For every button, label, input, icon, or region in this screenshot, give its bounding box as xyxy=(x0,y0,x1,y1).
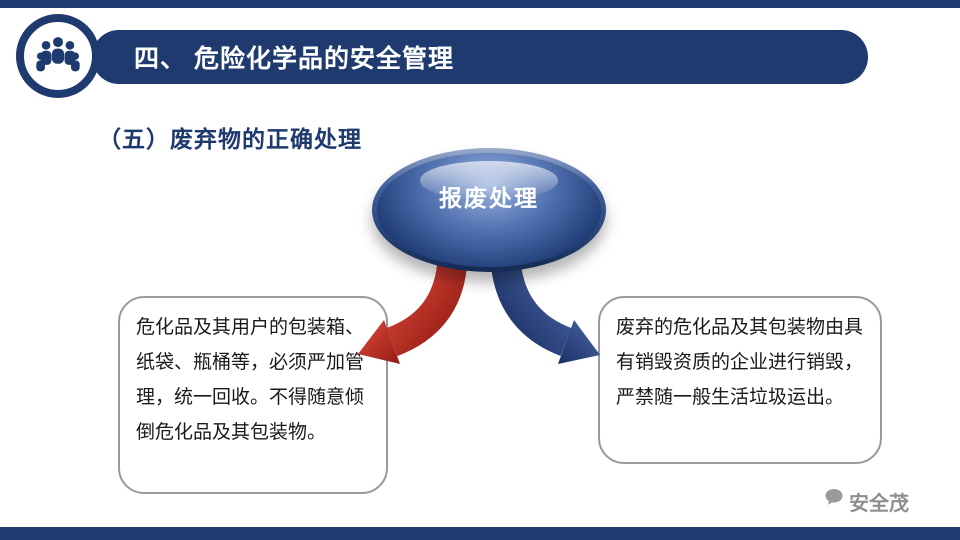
watermark-logo-icon xyxy=(822,486,846,516)
right-info-text: 废弃的危化品及其包装物由具有销毁资质的企业进行销毁，严禁随一般生活垃圾运出。 xyxy=(616,317,864,409)
central-node-gloss xyxy=(419,160,559,200)
bottom-accent-bar xyxy=(0,527,960,540)
watermark-text: 安全茂 xyxy=(849,492,909,515)
red-arrow xyxy=(358,263,467,364)
watermark: 安全茂 xyxy=(822,486,909,516)
central-node: 报废处理 xyxy=(372,148,606,272)
header-banner: 四、 危险化学品的安全管理 xyxy=(92,30,868,84)
central-node-label: 报废处理 xyxy=(439,185,539,212)
left-info-text: 危化品及其用户的包装箱、纸袋、瓶桶等，必须严加管理，统一回收。不得随意倾倒危化品… xyxy=(136,317,365,444)
top-accent-bar xyxy=(0,0,960,8)
people-crowd-icon xyxy=(32,28,84,85)
left-info-box: 危化品及其用户的包装箱、纸袋、瓶桶等，必须严加管理，统一回收。不得随意倾倒危化品… xyxy=(118,296,388,494)
people-badge xyxy=(16,14,100,98)
section-subtitle: （五）废弃物的正确处理 xyxy=(98,126,362,152)
central-node-face: 报废处理 xyxy=(377,153,601,267)
page-title: 四、 危险化学品的安全管理 xyxy=(134,45,454,73)
blue-arrow xyxy=(491,263,600,364)
right-info-box: 废弃的危化品及其包装物由具有销毁资质的企业进行销毁，严禁随一般生活垃圾运出。 xyxy=(598,296,882,464)
